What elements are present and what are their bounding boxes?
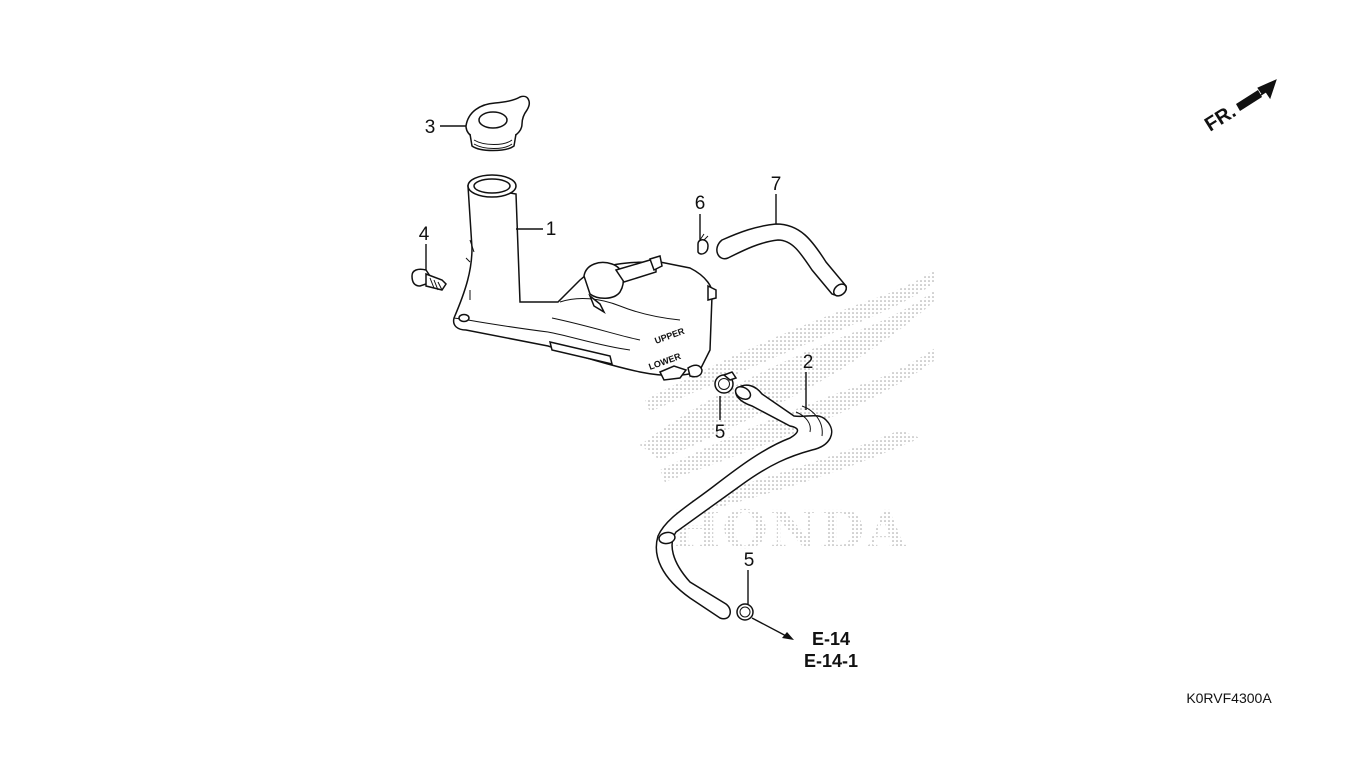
reservoir-tank: UPPER LOWER: [452, 174, 717, 381]
callout-3[interactable]: 3: [425, 117, 436, 138]
callout-6[interactable]: 6: [695, 193, 706, 214]
front-label: FR.: [1201, 101, 1240, 137]
breather-tube: [716, 223, 848, 297]
honda-watermark-text: HONDA: [671, 500, 908, 561]
callout-4[interactable]: 4: [419, 224, 430, 245]
callout-2[interactable]: 2: [803, 352, 814, 373]
honda-wing-watermark: HONDA: [640, 270, 935, 561]
diagram-code: K0RVF4300A: [1186, 690, 1272, 706]
callout-5-lower[interactable]: 5: [744, 550, 755, 571]
leader-lines: [425, 125, 807, 640]
crossref-e14[interactable]: E-14: [812, 629, 850, 649]
overflow-hose: [655, 384, 833, 620]
crossref-arrowhead: [782, 632, 794, 640]
reservoir-cap: [465, 95, 530, 152]
clamp-upper: [714, 371, 738, 394]
callout-7[interactable]: 7: [771, 174, 782, 195]
bolt: [411, 268, 447, 291]
clamp-lower: [736, 603, 754, 621]
callout-1[interactable]: 1: [546, 219, 557, 240]
front-direction-indicator: FR.: [1201, 79, 1277, 137]
clip-upper: [697, 233, 709, 255]
front-arrow-shaft: [1236, 90, 1262, 111]
callout-5-upper[interactable]: 5: [715, 422, 726, 443]
crossref-e14-1[interactable]: E-14-1: [804, 651, 858, 671]
